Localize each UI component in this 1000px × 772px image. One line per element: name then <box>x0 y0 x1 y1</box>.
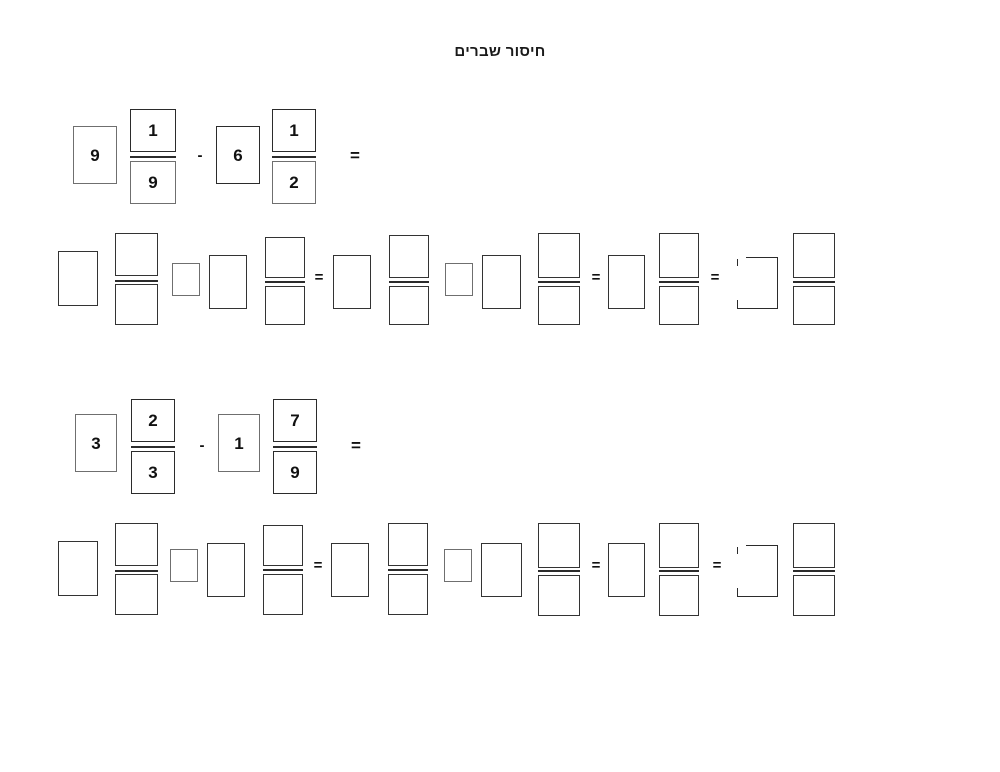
answer-2-e-numerator-blank[interactable] <box>659 523 699 568</box>
answer-2-f-numerator-blank[interactable] <box>793 523 835 568</box>
answer-2-a-denominator-blank[interactable] <box>115 574 158 615</box>
problem-1-operand-2-denominator: 2 <box>272 161 316 204</box>
answer-2-d-denominator-blank[interactable] <box>538 575 580 616</box>
problem-2-operand-2-whole: 1 <box>218 414 260 472</box>
answer-2-b-denominator-blank[interactable] <box>263 574 303 615</box>
problem-2-operand-1-denominator: 3 <box>131 451 175 494</box>
answer-1-d-fraction-bar <box>538 281 580 283</box>
answer-2-a-whole-blank[interactable] <box>58 541 98 596</box>
answer-1-b-numerator-blank[interactable] <box>265 237 305 278</box>
problem-1-operand-2-numerator: 1 <box>272 109 316 152</box>
answer-1-b-denominator-blank[interactable] <box>265 286 305 325</box>
answer-2-c-denominator-blank[interactable] <box>388 574 428 615</box>
problem-1-minus-operator: - <box>197 146 203 164</box>
answer-1-a-denominator-blank[interactable] <box>115 284 158 325</box>
answer-1-d-whole-blank[interactable] <box>482 255 521 309</box>
answer-1-c-whole-blank[interactable] <box>333 255 371 309</box>
answer-1-a-fraction-bar <box>115 280 158 282</box>
answer-2-d-numerator-blank[interactable] <box>538 523 580 568</box>
answer-1-b-fraction-bar <box>265 281 305 283</box>
problem-1-operand-2-whole: 6 <box>216 126 260 184</box>
answer-2-e-fraction-bar <box>659 570 699 572</box>
problem-1-operand-1-whole: 9 <box>73 126 117 184</box>
problem-1-operand-1-fraction-bar <box>130 156 176 158</box>
answer-2-d-whole-blank[interactable] <box>481 543 522 597</box>
problem-2-operand-2-denominator: 9 <box>273 451 317 494</box>
answer-1-d-denominator-blank[interactable] <box>538 286 580 325</box>
answer-1-f-denominator-blank[interactable] <box>793 286 835 325</box>
answer-1-b-whole-blank[interactable] <box>209 255 247 309</box>
answer-1-d-numerator-blank[interactable] <box>538 233 580 278</box>
answer-1-a-whole-blank[interactable] <box>58 251 98 306</box>
answer-2-f-fraction-bar <box>793 570 835 572</box>
problem-1-equals-sign: = <box>350 145 360 165</box>
answer-2-e-whole-blank[interactable] <box>608 543 645 597</box>
problem-2-operand-1-numerator: 2 <box>131 399 175 442</box>
answer-2-c-fraction-bar <box>388 569 428 571</box>
page-title: חיסור שברים <box>454 43 546 60</box>
answer-2-e-denominator-blank[interactable] <box>659 575 699 616</box>
answer-1-c-fraction-bar <box>389 281 429 283</box>
answer-1-equals-2: = <box>591 268 601 286</box>
answer-2-f-whole-blank[interactable] <box>737 545 778 597</box>
answer-1-a-numerator-blank[interactable] <box>115 233 158 276</box>
problem-2-operand-1-fraction-bar <box>131 446 175 448</box>
problem-2-minus-operator: - <box>199 436 205 454</box>
answer-1-e-whole-blank[interactable] <box>608 255 645 309</box>
answer-2-operator-blank-1[interactable] <box>170 549 198 582</box>
answer-1-c-numerator-blank[interactable] <box>389 235 429 278</box>
answer-1-f-whole-blank[interactable] <box>737 257 778 309</box>
answer-2-b-numerator-blank[interactable] <box>263 525 303 566</box>
problem-1-operand-1-denominator: 9 <box>130 161 176 204</box>
problem-2-operand-2-fraction-bar <box>273 446 317 448</box>
answer-2-d-fraction-bar <box>538 570 580 572</box>
problem-2-operand-1-whole: 3 <box>75 414 117 472</box>
problem-1-operand-2-fraction-bar <box>272 156 316 158</box>
answer-1-equals-1: = <box>314 268 324 286</box>
answer-2-a-fraction-bar <box>115 570 158 572</box>
answer-2-equals-2: = <box>591 556 601 574</box>
answer-1-e-fraction-bar <box>659 281 699 283</box>
answer-1-f-fraction-bar <box>793 281 835 283</box>
answer-2-b-fraction-bar <box>263 569 303 571</box>
answer-1-operator-blank-1[interactable] <box>172 263 200 296</box>
answer-2-f-denominator-blank[interactable] <box>793 575 835 616</box>
problem-2-operand-2-numerator: 7 <box>273 399 317 442</box>
answer-1-e-denominator-blank[interactable] <box>659 286 699 325</box>
problem-1-operand-1-numerator: 1 <box>130 109 176 152</box>
answer-2-a-numerator-blank[interactable] <box>115 523 158 566</box>
answer-1-f-numerator-blank[interactable] <box>793 233 835 278</box>
answer-2-c-numerator-blank[interactable] <box>388 523 428 566</box>
answer-2-operator-blank-2[interactable] <box>444 549 472 582</box>
problem-2-equals-sign: = <box>351 435 361 455</box>
answer-2-equals-1: = <box>313 556 323 574</box>
answer-2-equals-3: = <box>712 556 722 574</box>
answer-1-c-denominator-blank[interactable] <box>389 286 429 325</box>
answer-1-equals-3: = <box>710 268 720 286</box>
answer-2-b-whole-blank[interactable] <box>207 543 245 597</box>
answer-1-e-numerator-blank[interactable] <box>659 233 699 278</box>
answer-1-operator-blank-2[interactable] <box>445 263 473 296</box>
answer-2-c-whole-blank[interactable] <box>331 543 369 597</box>
